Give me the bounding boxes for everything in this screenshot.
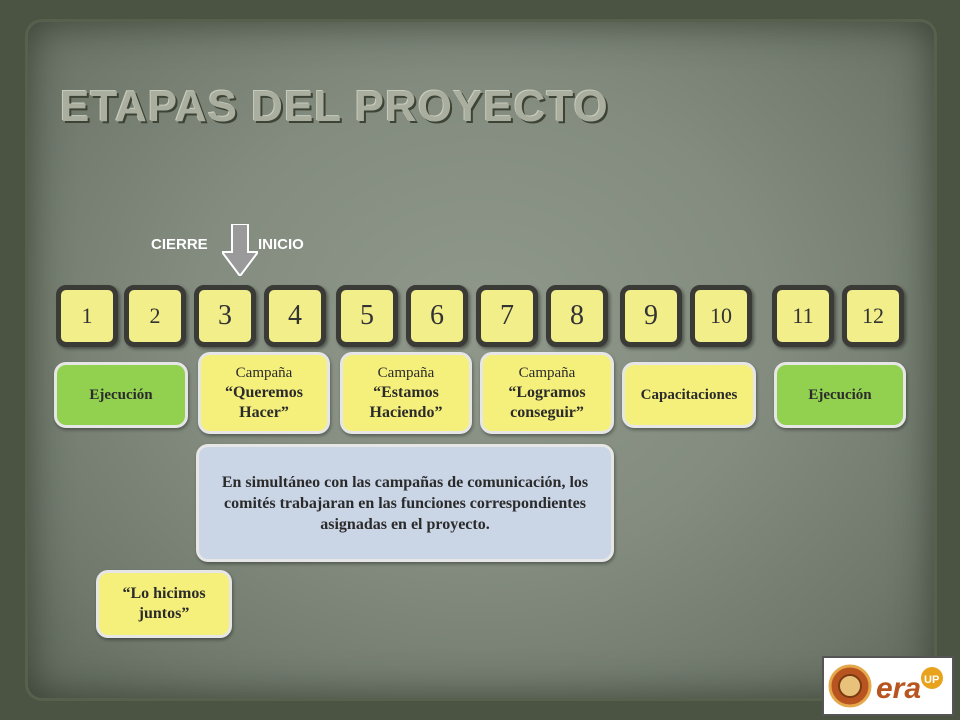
capacitaciones-box: Capacitaciones [622,362,756,428]
step-8: 8 [546,285,608,347]
step-2: 2 [124,285,186,347]
step-10: 10 [690,285,752,347]
step-3: 3 [194,285,256,347]
down-arrow-icon [222,224,258,276]
campaign-name: “Estamos Haciendo” [369,384,443,421]
simultaneous-note-box: En simultáneo con las campañas de comuni… [196,444,614,562]
campaign-label: Campaña [518,365,576,381]
campaign-name: “Queremos Hacer” [225,384,303,421]
ejecucion-box-2: Ejecución [774,362,906,428]
step-12: 12 [842,285,904,347]
ejecucion-box-1: Ejecución [54,362,188,428]
campaign-label: Campaña [377,365,435,381]
campaign-logramos-box: Campaña “Logramos conseguir” [480,352,614,434]
logo-graphic-icon: era UP [828,664,943,708]
campaign-estamos-box: Campaña “Estamos Haciendo” [340,352,472,434]
inicio-label: INICIO [258,236,304,253]
era-up-logo: era UP [822,656,954,716]
step-1: 1 [56,285,118,347]
step-11: 11 [772,285,834,347]
step-5: 5 [336,285,398,347]
logo-text: era [876,672,921,705]
step-6: 6 [406,285,468,347]
slide-title: ETAPAS DEL PROYECTO [60,82,609,131]
campaign-label: Campaña [235,365,293,381]
step-7: 7 [476,285,538,347]
slogan-box: “Lo hicimos juntos” [96,570,232,638]
step-9: 9 [620,285,682,347]
campaign-queremos-box: Campaña “Queremos Hacer” [198,352,330,434]
step-4: 4 [264,285,326,347]
campaign-name: “Logramos conseguir” [508,384,586,421]
cierre-label: CIERRE [151,236,208,253]
logo-superscript: UP [924,674,939,686]
